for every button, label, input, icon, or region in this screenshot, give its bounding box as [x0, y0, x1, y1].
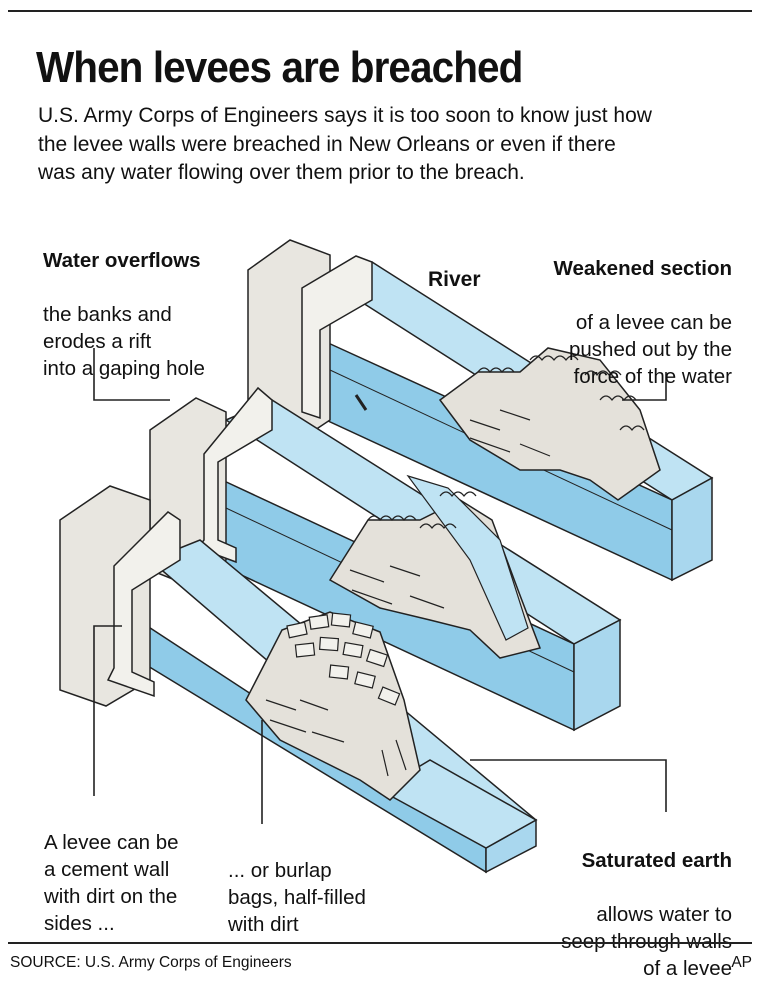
levee-panel-overflow: [149, 386, 622, 732]
back-earth-pile: [438, 347, 661, 501]
overflow-caption: Water overflows the banks and erodes a r…: [43, 220, 205, 382]
weakened-caption: Weakened section of a levee can be pushe…: [554, 228, 733, 390]
saturated-heading: Saturated earth: [581, 849, 732, 872]
subtitle: U.S. Army Corps of Engineers says it is …: [38, 104, 652, 184]
levee-panel-weakened: [247, 239, 714, 582]
saturated-body: allows water to seep through walls of a …: [561, 903, 732, 980]
saturated-caption: Saturated earth allows water to seep thr…: [561, 820, 732, 982]
top-rule: [8, 10, 752, 12]
leader-saturated: [470, 759, 667, 812]
cement-caption: A levee can be a cement wall with dirt o…: [44, 802, 179, 937]
levee-panel-seep: [59, 485, 538, 874]
agency-credit: AP: [731, 954, 752, 971]
leader-weakened: [622, 372, 667, 401]
weakened-body: of a levee can be pushed out by the forc…: [569, 311, 732, 388]
front-cement-wall: [106, 511, 181, 698]
mid-water-end: [573, 618, 621, 732]
cement-body: A levee can be a cement wall with dirt o…: [44, 831, 179, 935]
page-title: When levees are breached: [36, 43, 523, 92]
river-label: River: [428, 268, 481, 291]
front-wall-block: [59, 485, 151, 707]
leader-overflow: [93, 348, 170, 401]
weakened-heading: Weakened section: [553, 257, 733, 280]
leader-cement: [93, 625, 122, 796]
bottom-rule: [8, 942, 752, 944]
back-cement-wall: [301, 255, 373, 420]
source-credit: SOURCE: U.S. Army Corps of Engineers: [10, 954, 292, 971]
back-water-end: [671, 476, 713, 582]
mid-breach-channel: [406, 474, 529, 641]
overflow-heading: Water overflows: [43, 249, 201, 272]
burlap-caption: ... or burlap bags, half-filled with dir…: [228, 830, 366, 938]
burlap-body: ... or burlap bags, half-filled with dir…: [228, 859, 366, 936]
overflow-body: the banks and erodes a rift into a gapin…: [43, 303, 205, 380]
